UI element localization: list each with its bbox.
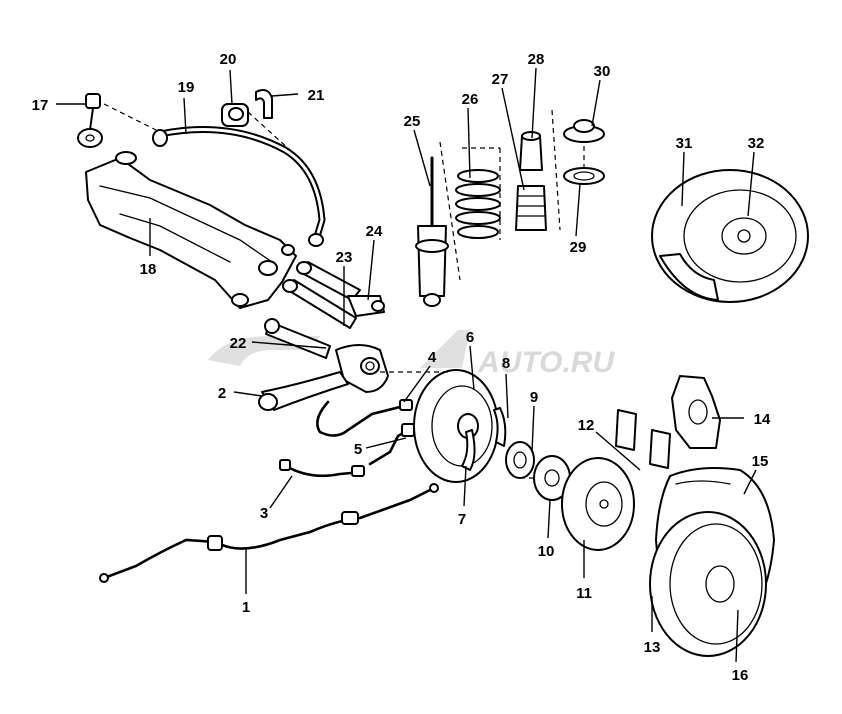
- trailing-arm: [258, 371, 349, 411]
- callout-3: 3: [260, 505, 268, 522]
- rear-subframe: [85, 151, 297, 309]
- callout-27: 27: [492, 71, 509, 88]
- hub-bearing: [505, 441, 535, 479]
- callout-32: 32: [748, 135, 765, 152]
- callout-21: 21: [308, 87, 325, 104]
- coil-spring: [455, 169, 501, 239]
- callout-20: 20: [220, 51, 237, 68]
- callout-26: 26: [462, 91, 479, 108]
- bushing-bracket: [255, 89, 273, 119]
- callout-17: 17: [32, 97, 49, 114]
- spare-tire: [651, 169, 809, 303]
- callout-30: 30: [594, 63, 611, 80]
- callout-12: 12: [578, 417, 595, 434]
- callout-13: 13: [644, 639, 661, 656]
- callout-19: 19: [178, 79, 195, 96]
- watermark-text: AUTO.RU: [477, 346, 615, 379]
- wheel-cover: [649, 511, 767, 657]
- stabilizer-link: [77, 93, 103, 148]
- shock-absorber: [415, 156, 449, 307]
- parking-brake-cable: [99, 483, 439, 583]
- callout-14: 14: [754, 411, 771, 428]
- spring-seat: [563, 167, 605, 185]
- callout-15: 15: [752, 453, 769, 470]
- callout-labels: 1 2 3 4 5 6 7 8 9 10 11 12 13 14 15 16 1…: [32, 51, 771, 684]
- brake-caliper: [671, 375, 721, 449]
- callout-9: 9: [530, 389, 538, 406]
- rear-knuckle: [335, 344, 389, 393]
- callout-5: 5: [354, 441, 362, 458]
- stabilizer-bar: [152, 126, 326, 247]
- callout-7: 7: [458, 511, 466, 528]
- lower-control-link: [264, 318, 331, 359]
- callout-23: 23: [336, 249, 353, 266]
- callout-2: 2: [218, 385, 226, 402]
- brake-disc: [561, 457, 635, 551]
- callout-29: 29: [570, 239, 587, 256]
- assembly-guide-lines: [103, 103, 585, 479]
- upper-control-links: [282, 261, 385, 329]
- callout-10: 10: [538, 543, 555, 560]
- callout-31: 31: [676, 135, 693, 152]
- callout-1: 1: [242, 599, 250, 616]
- callout-11: 11: [576, 585, 592, 602]
- callout-8: 8: [502, 355, 510, 372]
- callout-6: 6: [466, 329, 474, 346]
- brake-pads: [615, 409, 671, 469]
- callout-28: 28: [528, 51, 545, 68]
- brake-backing-plate: [413, 369, 499, 483]
- dust-boot: [515, 185, 547, 231]
- strut-mount: [563, 119, 605, 143]
- callout-4: 4: [428, 349, 437, 366]
- stabilizer-bushing: [221, 103, 249, 127]
- callout-25: 25: [404, 113, 421, 130]
- bump-stop: [519, 131, 543, 171]
- parking-brake-shoes: [461, 407, 507, 471]
- callout-16: 16: [732, 667, 749, 684]
- brake-hoses: [316, 399, 415, 466]
- callout-24: 24: [366, 223, 383, 240]
- callout-22: 22: [230, 335, 247, 352]
- callout-18: 18: [140, 261, 157, 278]
- leader-lines: [56, 67, 757, 663]
- abs-sensor-harness: [279, 459, 365, 478]
